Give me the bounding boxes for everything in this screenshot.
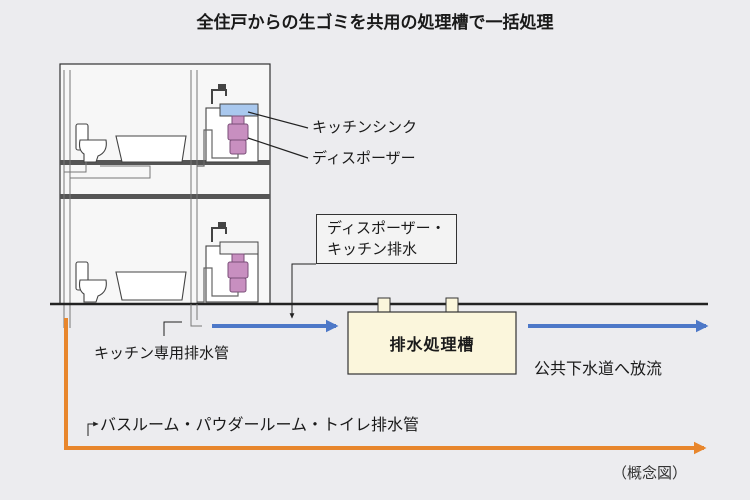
kitchen-pipe-label: キッチン専用排水管 <box>94 344 230 362</box>
kitchen-pipe-pointer <box>163 321 182 336</box>
disposer-label: ディスポーザー <box>312 149 416 167</box>
disposer-leader <box>247 137 309 159</box>
orange-flow-arrow <box>64 318 707 455</box>
discharge-label: 公共下水道へ放流 <box>534 359 663 378</box>
page-title: 全住戸からの生ゴミを共用の処理槽で一括処理 <box>196 13 554 33</box>
tank-label: 排水処理槽 <box>389 335 475 354</box>
concept-note: （概念図） <box>612 464 688 482</box>
disposer-drain-pointer <box>289 263 316 319</box>
treatment-tank <box>347 297 517 375</box>
bath-pipe-label: バスルーム・パウダールーム・トイレ排水管 <box>100 415 420 434</box>
bathtub-icon <box>115 271 187 301</box>
kitchen-sink-label: キッチンシンク <box>312 118 418 136</box>
bath-pipe-pointer <box>87 421 99 436</box>
kitchen-sink-icon <box>219 103 259 117</box>
disposer-icon <box>227 253 249 293</box>
disposer-icon <box>227 115 249 155</box>
toilet-icon <box>75 123 107 163</box>
disposer-drain-box: ディスポーザー・ キッチン排水 <box>316 214 457 264</box>
kitchen-sink-icon <box>219 241 259 255</box>
disposer-drain-line1: ディスポーザー・ <box>327 219 446 237</box>
upper-floor <box>64 84 259 179</box>
bathtub-icon <box>115 135 187 163</box>
toilet-icon <box>75 261 107 303</box>
disposer-drain-line2: キッチン排水 <box>327 240 418 258</box>
lower-floor <box>75 222 259 303</box>
kitchen-sink-leader <box>247 111 309 129</box>
